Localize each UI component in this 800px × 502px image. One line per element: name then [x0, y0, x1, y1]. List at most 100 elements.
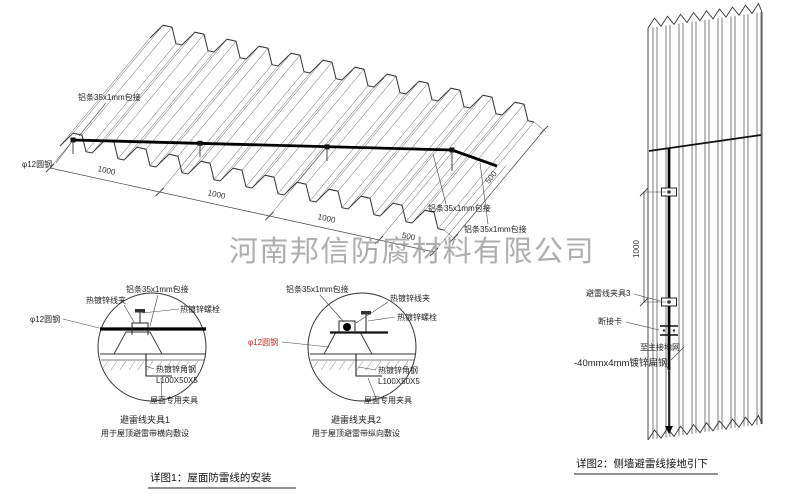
- detail2-rib-profile: [323, 331, 373, 355]
- company-watermark: 河南邦信防腐材料有限公司: [229, 235, 595, 268]
- roof-label-strip-right-1: 铝条35x1mm包接: [428, 203, 491, 213]
- drawing-line: [59, 37, 151, 147]
- drawing-line: [191, 360, 199, 371]
- detail2-label-strip: 铝条35x1mm包接: [286, 284, 349, 294]
- drawing-line: [146, 360, 154, 371]
- detail2-label-angle-steel: 热镀锌角钢: [378, 365, 418, 375]
- drawing-line: [168, 46, 260, 155]
- drawing-line: [232, 60, 324, 169]
- detail1-drawing: 热镀锌线夹 铝条35x1mm包接 热镀锌螺栓 φ12圆钢 热镀锌角钢 L100X…: [30, 284, 220, 438]
- ground-arrow: [665, 426, 673, 434]
- detail1-label-angle-size: L100X50X5: [156, 376, 198, 385]
- detail2-circle: [307, 292, 417, 402]
- caption-detail2: 详图2：侧墙避雷线接地引下: [576, 457, 708, 470]
- drawing-line: [369, 90, 461, 199]
- drawing-line: [187, 65, 279, 175]
- drawing-line: [181, 64, 273, 173]
- wall-label-disconnect: 断接卡: [598, 316, 622, 326]
- wall-drawing: 1000 避雷线夹具3 断接卡 至主接地网 -40mmx4mm镀锌扁钢: [574, 2, 763, 441]
- detail2-angle-steel: [355, 354, 382, 377]
- drawing-line: [113, 34, 205, 143]
- drawing-line: [296, 74, 388, 183]
- drawing-line: [264, 67, 356, 176]
- drawing-line: [405, 113, 497, 222]
- detail2-label-bolt: 热镀锌螺栓: [397, 312, 437, 322]
- drawing-line: [101, 360, 109, 371]
- drawing-line: [173, 360, 181, 371]
- wall-label-to-ground: 至主接地网: [640, 342, 680, 352]
- drawing-line: [277, 85, 369, 194]
- detail2-label-round-steel: φ12圆钢: [248, 337, 278, 347]
- drawing-line: [347, 100, 439, 210]
- wall-dimension: [639, 187, 666, 307]
- drawing-path: [149, 24, 535, 123]
- dim-1000-b: 1000: [207, 188, 227, 201]
- detail1-circle: [97, 292, 207, 402]
- detail2-label-wire-clip: 热镀锌线夹: [390, 293, 430, 303]
- drawing-line: [110, 360, 118, 371]
- detail1-label-angle-steel: 热镀锌角钢: [156, 364, 196, 374]
- roof-label-round-steel: φ12圆钢: [22, 159, 52, 169]
- roof-label-strip-right-2: 铝条35x1mm包接: [464, 224, 527, 234]
- drawing-line: [360, 88, 452, 197]
- wall-label-clamp3: 避雷线夹具3: [586, 288, 631, 298]
- drawing-line: [443, 121, 535, 231]
- detail2-wire-section: [343, 323, 351, 331]
- drawing-line: [219, 72, 311, 182]
- drawing-line: [213, 71, 305, 180]
- disconnect-link: [660, 325, 678, 336]
- drawing-line: [337, 83, 429, 192]
- wall-leader-lines: [625, 293, 685, 373]
- drawing-line: [374, 360, 382, 371]
- drawing-line: [155, 58, 247, 168]
- detail2-leader-lines: [281, 294, 396, 399]
- drawing-line: [136, 39, 228, 148]
- drawing-line: [145, 41, 237, 150]
- drawing-line: [329, 360, 337, 371]
- detail2-title: 避雷线夹具2: [331, 414, 381, 425]
- detail1-label-wire-clip: 热镀锌线夹: [86, 295, 126, 305]
- detail1-label-roof-fixture: 屋面专用夹具: [150, 395, 198, 405]
- roof-label-strip-top: 铝条35x1mm包接: [78, 92, 141, 102]
- drawing-line: [341, 99, 433, 208]
- drawing-line: [305, 76, 397, 185]
- detail1-rib-profile: [113, 331, 163, 355]
- detail1-hatching: [101, 360, 199, 371]
- drawing-line: [373, 106, 465, 215]
- drawing-line: [392, 360, 400, 371]
- detail1-subtitle: 用于屋顶避雷带横向敷设: [101, 428, 189, 438]
- drawing-line: [119, 360, 127, 371]
- wall-clamp-lower: [661, 297, 677, 307]
- drawing-line: [273, 69, 365, 178]
- drawing-line: [283, 86, 375, 196]
- roof-dimension-bottom: [45, 139, 507, 257]
- drawing-line: [137, 360, 145, 371]
- roof-leader-lines: [55, 102, 489, 225]
- drawing-line: [320, 360, 328, 371]
- detail1-label-bolt: 热镀锌螺栓: [180, 304, 220, 314]
- detail2-subtitle: 用于屋顶避雷带纵向敷设: [312, 428, 400, 438]
- drawing-line: [338, 360, 346, 371]
- detail2-label-angle-size: L100X50X5: [378, 377, 420, 386]
- dim-500-a: 500: [401, 231, 416, 243]
- detail2-clamp: [338, 320, 356, 333]
- detail2-drawing: 铝条35x1mm包接 热镀锌线夹 热镀锌螺栓 φ12圆钢 热镀锌角钢 L100X…: [248, 284, 437, 438]
- drawing-line: [311, 360, 319, 371]
- dim-1000-a: 1000: [97, 164, 117, 177]
- drawing-line: [437, 120, 529, 229]
- drawing-line: [91, 44, 183, 154]
- drawing-line: [401, 360, 409, 371]
- drawing-line: [328, 81, 420, 190]
- roof-dimension-right: [443, 121, 549, 243]
- wall-dim-1000: 1000: [632, 240, 641, 258]
- detail1-label-round-steel: φ12圆钢: [30, 314, 60, 324]
- detail1-bolt-nut: [135, 309, 145, 313]
- detail1-title: 避雷线夹具1: [120, 414, 170, 425]
- drawing-line: [72, 25, 164, 134]
- drawing-line: [182, 360, 190, 371]
- wall-corrugated-panel: [647, 2, 763, 441]
- caption-detail1: 详图1：屋面防雷线的安装: [150, 471, 272, 484]
- drawing-line: [164, 360, 172, 371]
